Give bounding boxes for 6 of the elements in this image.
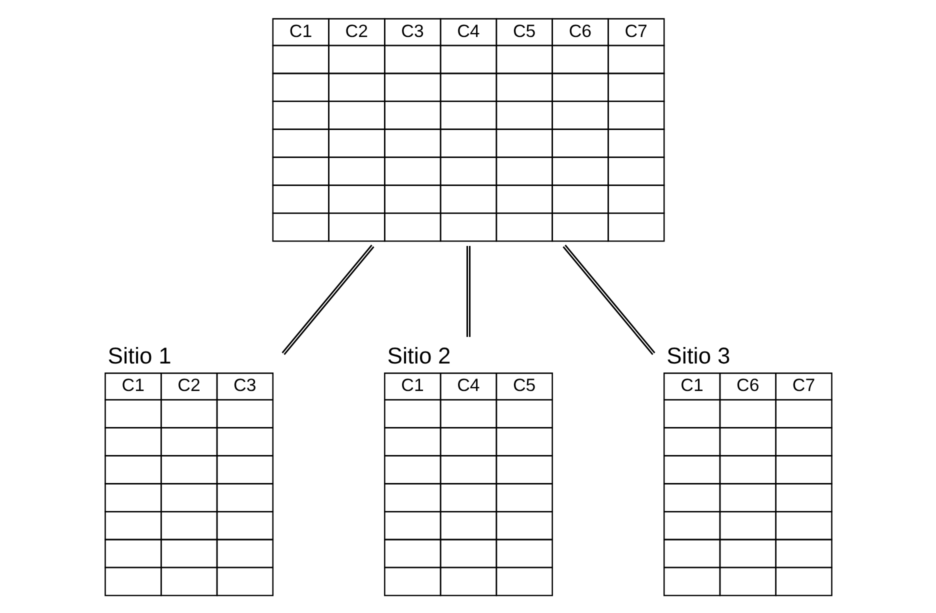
node-label: Sitio 3 xyxy=(666,342,730,369)
connector xyxy=(562,244,655,355)
node-label: Sitio 1 xyxy=(107,342,171,369)
node-label: Sitio 2 xyxy=(386,342,450,369)
connector xyxy=(466,246,470,337)
connector xyxy=(281,244,374,355)
